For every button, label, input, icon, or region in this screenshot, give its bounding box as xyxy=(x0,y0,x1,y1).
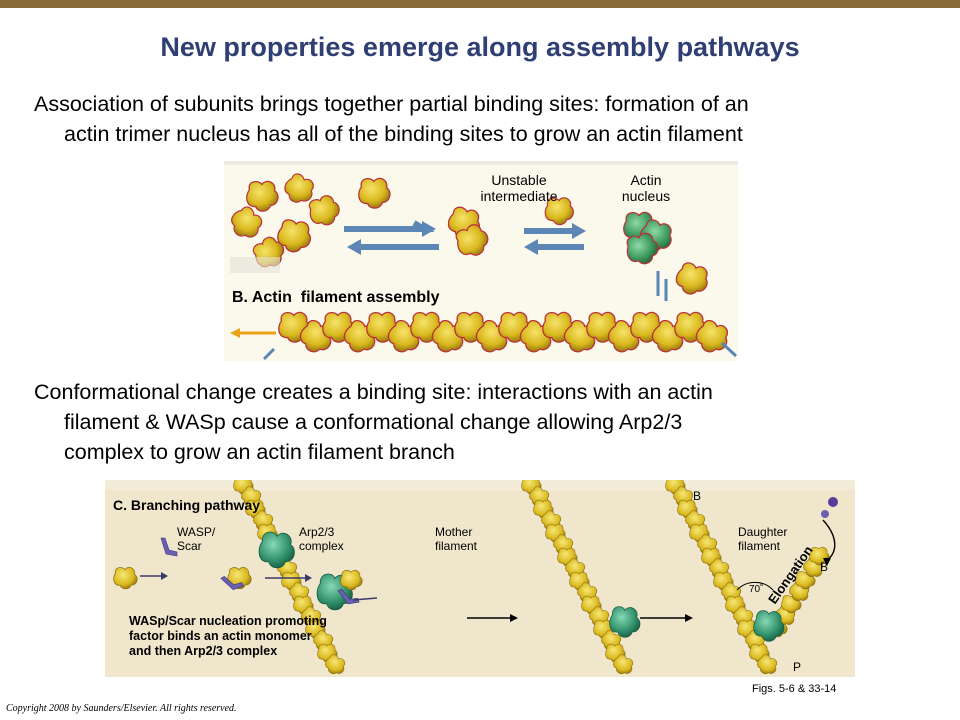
actin-nucleus-label: Actin nucleus xyxy=(616,172,676,204)
arp-label-line1: Arp2/3 xyxy=(299,525,335,539)
daughter-filament-label: Daughter filament xyxy=(738,525,787,553)
branching-pathway-figure: C. Branching pathway WASP/ Scar Arp2/3 c… xyxy=(105,480,855,677)
mother-label-line2: filament xyxy=(435,539,478,553)
unstable-label-line2: intermediate xyxy=(480,188,558,204)
mother-filament-label: Mother filament xyxy=(435,525,477,553)
caption-line2: factor binds an actin monomer xyxy=(129,629,312,643)
bullet-association: Association of subunits brings together … xyxy=(34,89,934,149)
bullet-conformational: Conformational change creates a binding … xyxy=(34,377,914,467)
branching-pathway-illustration xyxy=(105,480,855,677)
bullet-association-line2: actin trimer nucleus has all of the bind… xyxy=(64,122,743,146)
actin-filament xyxy=(278,311,734,359)
copyright-notice: Copyright 2008 by Saunders/Elsevier. All… xyxy=(6,703,237,714)
wasp-label-line2: Scar xyxy=(177,539,202,553)
barbed-end-label-top: B xyxy=(693,489,702,503)
branching-pathway-label: C. Branching pathway xyxy=(113,497,261,513)
caption-line1: WASp/Scar nucleation promoting xyxy=(129,614,327,628)
bullet-conformational-line1: Conformational change creates a binding … xyxy=(34,380,713,404)
top-accent-bar xyxy=(0,0,960,8)
figure-reference: Figs. 5-6 & 33-14 xyxy=(752,683,837,695)
nucleation-caption: WASp/Scar nucleation promoting factor bi… xyxy=(129,614,327,659)
wasp-scar-label: WASP/ Scar xyxy=(177,525,215,553)
filament-assembly-label: B. Actin filament assembly xyxy=(232,289,440,306)
actin-nucleation-figure: Unstable intermediate Actin nucleus B. A… xyxy=(224,161,738,361)
barbed-end-label-right: B xyxy=(820,560,829,574)
nucleus-label-line1: Actin xyxy=(630,172,662,188)
bullet-conformational-line2: filament & WASp cause a conformational c… xyxy=(64,410,683,434)
branch-angle-label: 70˚ xyxy=(749,584,764,595)
bullet-conformational-line3: complex to grow an actin filament branch xyxy=(64,440,455,464)
actin-nucleation-illustration xyxy=(224,161,738,361)
daughter-label-line2: filament xyxy=(738,539,781,553)
mother-label-line1: Mother xyxy=(435,525,473,539)
pointed-end-label: P xyxy=(793,660,802,674)
daughter-label-line1: Daughter xyxy=(738,525,788,539)
wasp-label-line1: WASP/ xyxy=(177,525,216,539)
unstable-label-line1: Unstable xyxy=(491,172,547,188)
bullet-association-line1: Association of subunits brings together … xyxy=(34,92,749,116)
nucleus-label-line2: nucleus xyxy=(621,188,671,204)
slide-title: New properties emerge along assembly pat… xyxy=(160,32,800,62)
caption-line3: and then Arp2/3 complex xyxy=(129,644,278,658)
arp-label-line2: complex xyxy=(299,539,344,553)
unstable-intermediate-label: Unstable intermediate xyxy=(474,172,564,204)
arp23-complex-label: Arp2/3 complex xyxy=(299,525,344,553)
